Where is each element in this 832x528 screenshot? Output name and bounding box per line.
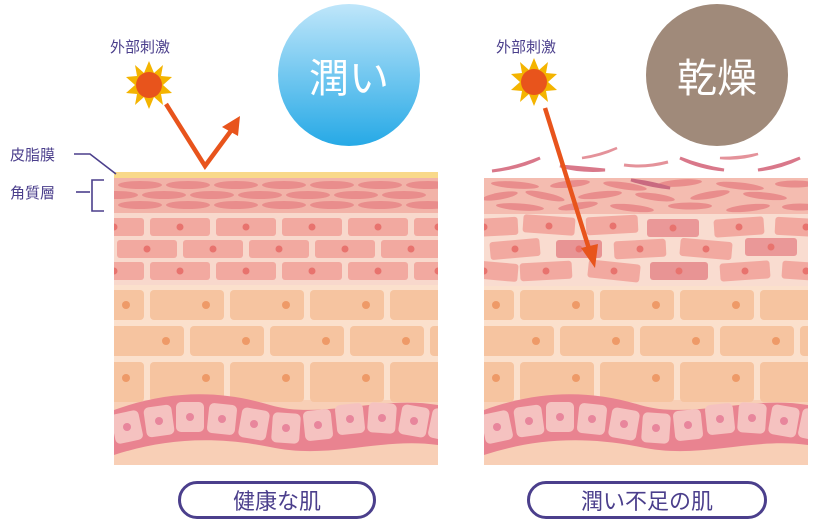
dry-skin-cross-section: [484, 178, 808, 465]
dry-skin-caption: 潤い不足の肌: [527, 481, 767, 519]
healthy-skin-cross-section: [114, 172, 438, 465]
caption-text: 潤い不足の肌: [580, 490, 713, 515]
sun-icon: [126, 61, 172, 109]
stratum-corneum: [114, 181, 438, 209]
stimulus-label: 外部刺激: [496, 38, 557, 56]
penetrating-arrow: [542, 107, 598, 268]
healthy-skin-caption: 健康な肌: [178, 481, 376, 519]
moisture-badge: 潤い: [278, 4, 420, 146]
sebum-layer: [114, 172, 438, 178]
moisture-badge-label: 潤い: [309, 56, 389, 102]
dryness-badge-label: 乾燥: [677, 56, 757, 102]
dryness-badge: 乾燥: [646, 4, 788, 146]
stratum-corneum-label: 角質層: [10, 184, 56, 202]
granular-layer: [484, 290, 808, 402]
sun-icon: [511, 58, 557, 106]
peeling-flakes: [491, 146, 801, 190]
caption-text: 健康な肌: [232, 490, 321, 515]
reflected-arrow: [164, 102, 240, 170]
granular-layer: [114, 290, 438, 402]
stimulus-label: 外部刺激: [110, 38, 171, 56]
sebum-label: 皮脂膜: [10, 146, 56, 164]
layer-label-leaders: [74, 153, 117, 212]
